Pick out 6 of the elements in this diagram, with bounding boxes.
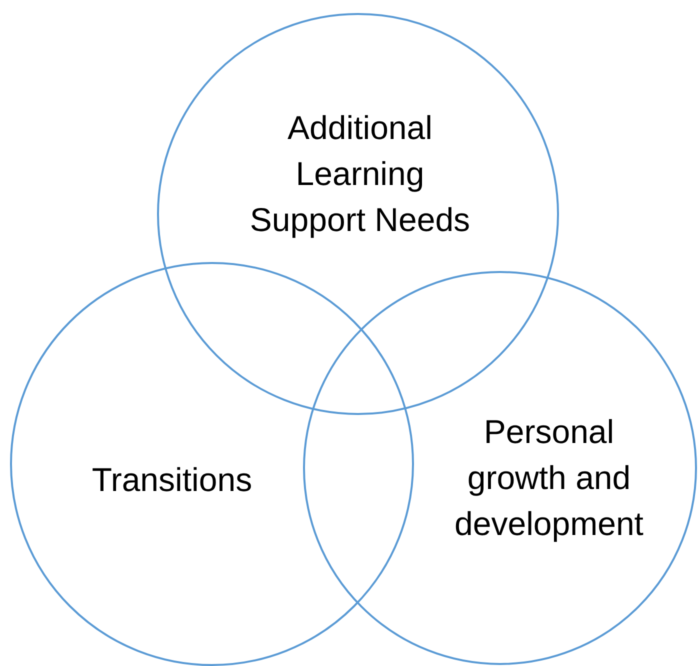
venn-circle [10, 262, 414, 666]
circle-label: Personal growth and development [454, 412, 644, 544]
circle-label: Additional Learning Support Needs [248, 108, 472, 240]
circle-label: Transitions [90, 460, 254, 500]
venn-circle [303, 271, 697, 665]
venn-circle [157, 13, 559, 415]
